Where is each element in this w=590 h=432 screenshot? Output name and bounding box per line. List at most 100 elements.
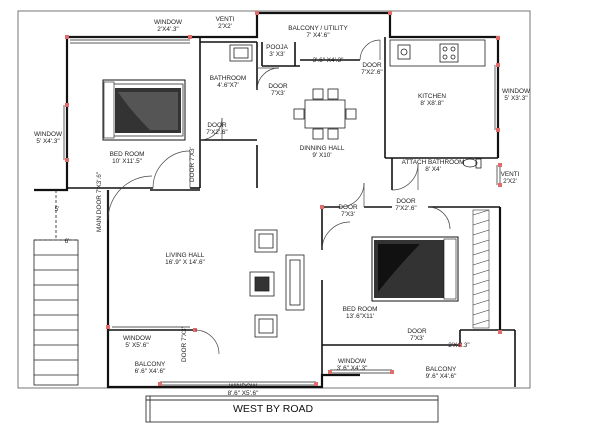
venti-attach-size: 2'X2' <box>503 178 517 185</box>
window-left-size: 5' X4'.3" <box>36 138 60 145</box>
door-swings <box>107 39 451 355</box>
door-kitchen-name: DOOR <box>362 62 382 69</box>
stair-mark-side-text: 6' <box>64 238 70 245</box>
window-living-name: WINDOW <box>122 335 152 342</box>
window-left-name: WINDOW <box>33 131 63 138</box>
stair-mark-side: 6' <box>65 238 70 245</box>
windows <box>63 36 501 386</box>
venti-top-size: 2'X2' <box>218 23 232 30</box>
window-living-size: 5' X5'.6" <box>125 342 149 349</box>
living-size: 16'.9" X 14'.6" <box>165 259 205 266</box>
window-bed2-name: WINDOW <box>337 358 367 365</box>
venti-bed2-label: 2'X4'.3" <box>448 342 469 349</box>
balcony-utility-name: BALCONY / UTILITY <box>288 25 348 32</box>
door-bed2-balcony-name: DOOR <box>407 328 427 335</box>
main-door-label: MAIN DOOR 7'X3'.6" <box>96 172 103 232</box>
venti-attach-name: VENTI <box>500 171 520 178</box>
main-door-name: MAIN DOOR <box>96 195 103 232</box>
door-bed1-name: DOOR <box>189 162 196 182</box>
door-living-balcony-size: 7'X3' <box>181 327 188 342</box>
road-label: WEST BY ROAD <box>233 403 314 415</box>
kitchen-name: KITCHEN <box>417 93 447 100</box>
venti-top-name: VENTI <box>215 16 235 23</box>
window-bed2-size: 3'.6" X4'.3" <box>336 365 368 372</box>
bedroom1-name: BED ROOM <box>109 151 145 158</box>
balcony-right-size: 9'.6" X4'.6" <box>425 373 457 380</box>
door-bed2-balcony-size: 7'X3' <box>410 335 424 342</box>
attach-bath-name: ATTACH BATHROOM <box>401 159 465 166</box>
door-living-balcony-name: DOOR <box>181 342 188 362</box>
main-door-size: 7'X3'.6" <box>96 171 103 194</box>
door-attach-size: 7'X2'.6" <box>395 205 417 212</box>
staircase <box>33 190 79 386</box>
exterior-walls <box>34 11 502 389</box>
stair-mark-top: 5' <box>55 206 60 213</box>
door-bed2-size: 7'X3' <box>341 211 355 218</box>
door-bed1-size: 7'X3' <box>189 147 196 162</box>
bathroom-name: BATHROOM <box>209 75 247 82</box>
balcony-utility-size: 7' X4'.6" <box>306 32 330 39</box>
balcony-left-size: 6'.6" X4'.6" <box>134 368 166 375</box>
door-bath-size: 7'X2'.6" <box>206 129 228 136</box>
window-top-size: 2'X4'.3" <box>157 26 179 33</box>
corner-markers <box>65 11 502 386</box>
bathroom-size: 4'.6"X7' <box>217 82 239 89</box>
balcony-left-name: BALCONY <box>134 361 166 368</box>
bedroom2-size: 13'.6"X11' <box>345 313 375 320</box>
hatched-strip <box>472 209 490 329</box>
door-pooja-name: DOOR <box>268 83 288 90</box>
dining-size: 9' X10' <box>312 152 332 159</box>
door-living-balcony-label: DOOR 7'X3' <box>181 327 188 362</box>
door-kitchen-size: 7'X2'.6" <box>361 69 383 76</box>
dining-name: DINNING HALL <box>299 145 345 152</box>
living-name: LIVING HALL <box>165 252 205 259</box>
bedroom1-size: 10' X11'.5" <box>112 158 142 165</box>
kitchen-size: 8' X8'.8" <box>420 100 444 107</box>
pooja-gap-label: 3'.6" X4'.3" <box>313 57 344 64</box>
pooja-name: POOJA <box>266 44 288 51</box>
window-kitchen-size: 5' X3'.3" <box>504 95 528 102</box>
window-kitchen-name: WINDOW <box>501 88 531 95</box>
balcony-right-name: BALCONY <box>425 366 457 373</box>
bedroom2-name: BED ROOM <box>342 306 378 313</box>
attach-bath-size: 8' X4' <box>425 166 441 173</box>
window-bottom-size: 8'.6" X5'.6" <box>227 390 259 397</box>
interior-walls <box>67 37 516 387</box>
bath-fixtures <box>229 44 482 169</box>
window-top-name: WINDOW <box>153 19 183 26</box>
road-strip <box>145 395 439 423</box>
door-pooja-size: 7'X3' <box>271 90 285 97</box>
door-bath-name: DOOR <box>207 122 227 129</box>
stair-mark-top-text: 5' <box>54 206 60 213</box>
door-bed2-name: DOOR <box>338 204 358 211</box>
living-furniture <box>249 229 305 338</box>
bed-2 <box>371 236 459 302</box>
window-bottom-name: WINDOW <box>228 383 258 390</box>
plot-boundary <box>17 10 531 389</box>
dining-set <box>293 88 357 140</box>
